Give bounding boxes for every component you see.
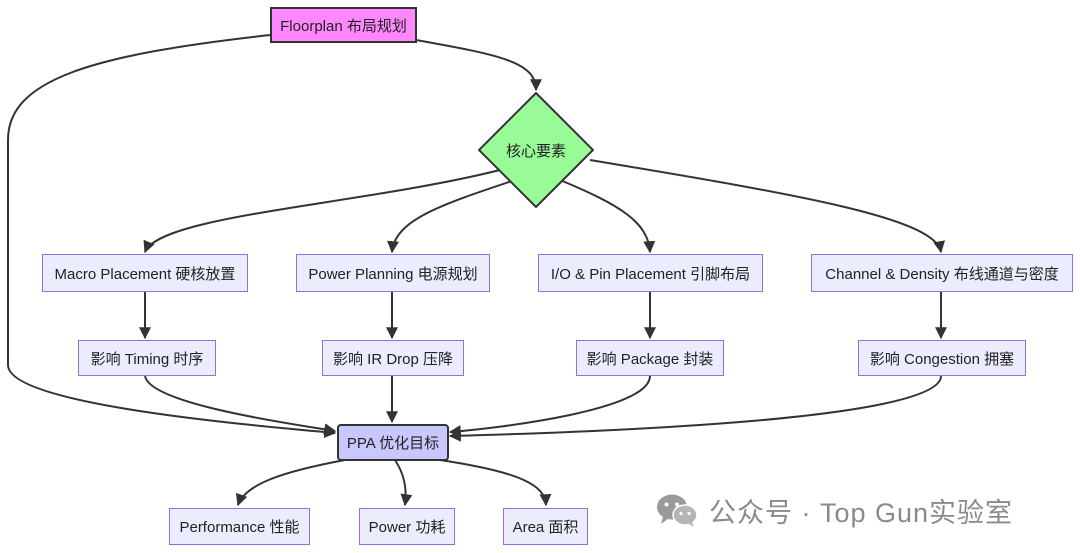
watermark-text: 公众号 · Top Gun实验室 [709, 497, 1014, 528]
node-area: Area 面积 [503, 508, 588, 545]
node-io-pin-placement: I/O & Pin Placement 引脚布局 [538, 254, 763, 292]
edge-root-core [415, 39, 542, 92]
watermark: 公众号 · Top Gun实验室 [655, 488, 1013, 532]
edge-ppa-area [439, 459, 552, 507]
edge-core-macro [143, 169, 501, 254]
node-power-planning: Power Planning 电源规划 [296, 254, 490, 292]
node-power: Power 功耗 [359, 508, 455, 545]
node-performance: Performance 性能 [169, 508, 310, 545]
node-macro-placement: Macro Placement 硬核放置 [42, 254, 248, 292]
edge-ppa-power [394, 459, 413, 507]
edge-root-ppa [7, 34, 337, 438]
node-core-elements: 核心要素 [478, 92, 594, 208]
node-channel-density: Channel & Density 布线通道与密度 [811, 254, 1073, 292]
edge-congestion-ppa [448, 375, 942, 442]
node-package: 影响 Package 封装 [576, 340, 724, 376]
node-timing: 影响 Timing 时序 [78, 340, 216, 376]
edge-timing-ppa [144, 375, 337, 436]
wechat-icon [657, 494, 698, 527]
node-ppa-goal: PPA 优化目标 [337, 424, 449, 461]
edge-core-channel [589, 159, 945, 254]
core-elements-label: 核心要素 [505, 142, 566, 160]
edge-core-power [387, 179, 516, 254]
edge-core-io [559, 179, 656, 254]
diamond-shape [478, 92, 594, 208]
edge-package-ppa [448, 375, 651, 438]
node-congestion: 影响 Congestion 拥塞 [858, 340, 1026, 376]
node-ir-drop: 影响 IR Drop 压降 [322, 340, 464, 376]
node-floorplan: Floorplan 布局规划 [270, 7, 417, 43]
edge-ppa-performance [235, 459, 346, 507]
